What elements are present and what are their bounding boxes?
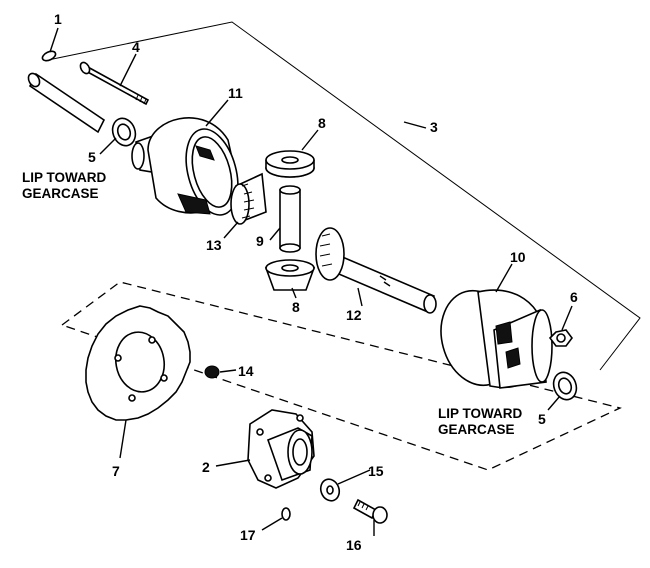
note-right: LIP TOWARD GEARCASE [438, 406, 523, 437]
assembly-outline-dashed [61, 281, 622, 471]
part-8-pinion-lower [264, 259, 316, 291]
callout-11: 11 [228, 85, 243, 101]
callout-3: 3 [430, 119, 438, 135]
part-5-seal-left [111, 117, 137, 147]
callout-15: 15 [368, 463, 384, 479]
part-2-hub [247, 409, 315, 489]
callout-13: 13 [206, 237, 222, 253]
leader-lines [49, 27, 573, 536]
part-9-cross-pin [279, 185, 301, 253]
callout-2: 2 [202, 459, 210, 475]
part-15-washer [319, 478, 341, 502]
part-7-sprocket [85, 305, 191, 421]
part-6-nut [548, 329, 573, 347]
note-left-line2: GEARCASE [22, 186, 99, 201]
callout-12: 12 [346, 307, 362, 323]
part-12-right-axle [315, 227, 437, 314]
callout-1: 1 [54, 11, 62, 27]
note-right-line2: GEARCASE [438, 422, 515, 437]
callout-labels: 1 2 3 4 5 5 6 7 8 8 9 10 11 12 13 14 15 … [54, 11, 578, 553]
callout-14: 14 [238, 363, 254, 379]
callout-8-lower: 8 [292, 299, 300, 315]
callout-10: 10 [510, 249, 526, 265]
part-17-spacer [281, 507, 291, 521]
callout-6: 6 [570, 289, 578, 305]
part-5-seal-right [552, 371, 578, 401]
note-right-line1: LIP TOWARD [438, 406, 523, 421]
callout-7: 7 [112, 463, 120, 479]
callout-4: 4 [132, 39, 140, 55]
note-left-line1: LIP TOWARD [22, 170, 107, 185]
left-axle-shaft [27, 72, 106, 134]
part-8-pinion-upper [265, 150, 315, 178]
callout-5-left: 5 [88, 149, 96, 165]
part-4-long-bolt [79, 61, 150, 106]
part-14-nut [204, 365, 220, 379]
callout-8-upper: 8 [318, 115, 326, 131]
callout-9: 9 [256, 233, 264, 249]
note-left: LIP TOWARD GEARCASE [22, 170, 107, 201]
part-1-pin [41, 50, 57, 62]
callout-16: 16 [346, 537, 362, 553]
part-11-left-gearcase [131, 117, 239, 216]
part-13-bevel-gear [230, 172, 267, 225]
assembly-outline-solid [47, 21, 641, 371]
part-16-bolt [352, 498, 388, 524]
callout-5-right: 5 [538, 411, 546, 427]
part-10-right-gearcase [440, 289, 553, 389]
callout-17: 17 [240, 527, 256, 543]
